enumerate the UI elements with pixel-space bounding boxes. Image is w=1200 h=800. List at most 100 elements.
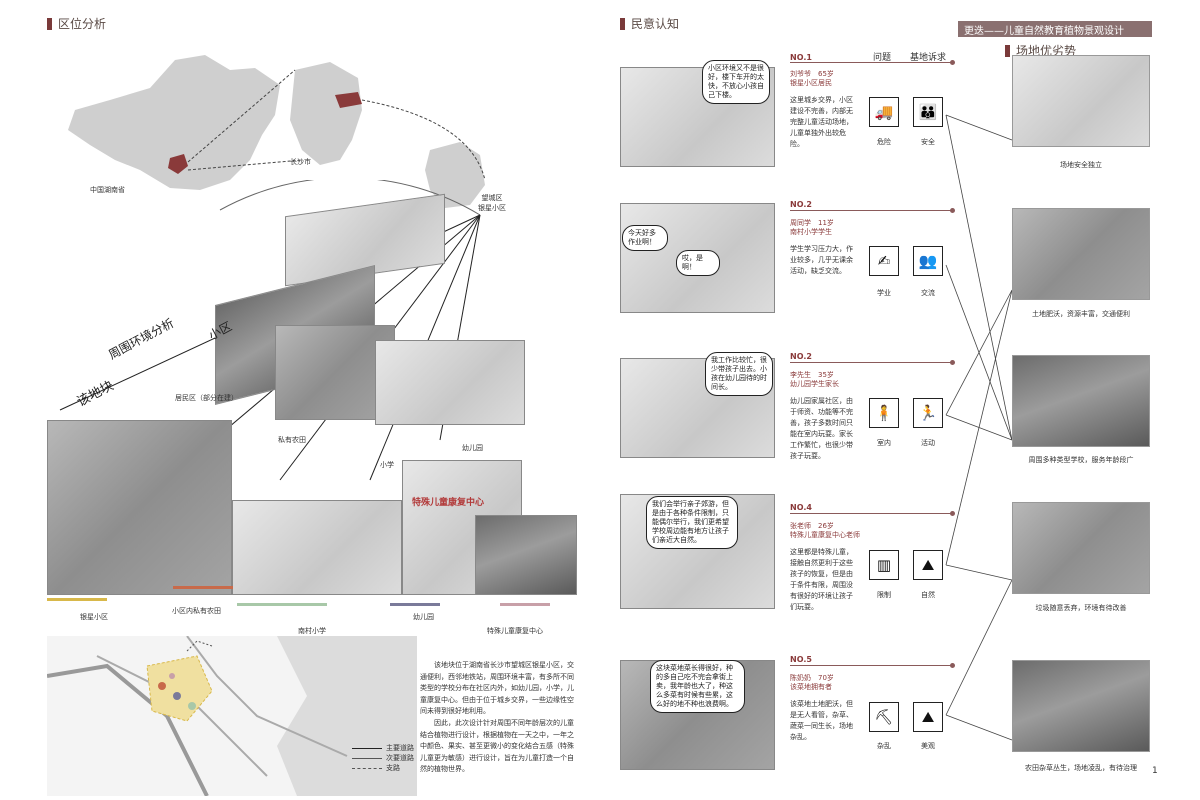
location-maps [68,55,486,208]
family-icon: 👪 [913,97,943,127]
entry-person-4: 张老师 26岁 特殊儿童康复中心老师 [790,522,860,539]
photo-nancun-school [232,500,402,595]
legend-secondary-road: 次要道路 [352,753,414,763]
speech-bubble-5: 这块菜地菜长得很好，种的多自己吃不完会拿街上卖，我年龄也大了，种这么多菜有时候有… [650,660,745,713]
entry-person-1: 刘爷爷 65岁 银星小区居民 [790,70,834,87]
bottom-label-yinxing: 银星小区 [80,613,108,621]
page-number: 1 [1152,766,1158,776]
section-title-opinion: 民意认知 [620,15,679,32]
site-caption-2: 土地肥沃，资源丰富，交通便利 [1032,310,1130,318]
entry-number-1: NO.1 [790,53,812,62]
title-marker [1005,44,1010,57]
label-kindergarten: 幼儿园 [462,444,483,452]
entry-rule-2 [790,208,955,213]
hunan-highlight [168,154,188,174]
bottom-label-rehab: 特殊儿童康复中心 [487,627,543,635]
description-paragraph-1: 该地块位于湖南省长沙市望城区银星小区，交通便利，西邻地铁站，周围环境丰富，有多所… [420,661,574,715]
entry-person-5: 陈奶奶 70岁 该菜地拥有者 [790,674,834,691]
entry-desc-4: 这里都是特殊儿童，接触自然更利于这些孩子的恢复，但是由于条件有限，周围没有很好的… [790,548,853,611]
section-title-location: 区位分析 [47,15,106,32]
icon-label: 活动 [921,439,935,447]
site-photo-2 [1012,208,1150,300]
strip-yinxing [47,598,107,601]
entry-desc-3: 幼儿园家属社区，由于师资、功能等不完善，孩子多数时间只能在室内玩耍。家长工作繁忙… [790,397,853,460]
entry-number-2: NO.2 [790,200,812,209]
section-title-site: 场地优劣势 [1005,42,1076,59]
site-photo-3 [1012,355,1150,447]
entry-rule-3 [790,360,955,365]
site-caption-3: 周围多种类型学校，服务年龄段广 [1028,456,1134,464]
site-caption-4: 垃圾随意丢弃，环境有待改善 [1035,604,1127,612]
strip-nancun [237,603,327,606]
strip-field [173,586,233,589]
photo-school-aerial [375,340,525,425]
icon-label: 室内 [877,439,891,447]
entry-number-5: NO.5 [790,655,812,664]
entry-desc-2: 学生学习压力大，作业较多，几乎无课余活动，缺乏交流。 [790,245,853,275]
entry-desc-5: 该菜地土地肥沃，但是无人看管，杂草、蔬菜一同生长，场地杂乱。 [790,700,853,741]
photo-yinxing [47,420,232,595]
speech-bubble-3: 我工作比较忙，很少带孩子出去。小孩在幼儿园待的时间长。 [705,352,773,396]
header-demand: 基地诉求 [910,53,947,63]
truck-icon: 🚚 [869,97,899,127]
label-school: 小学 [380,461,394,469]
title-marker [620,17,625,30]
connector-lines [945,114,1013,741]
icon-label: 自然 [921,591,935,599]
china-map [68,55,280,190]
entry-rule-5 [790,663,955,668]
kinder-sign: 特殊儿童康复中心 [412,498,485,508]
communicate-icon: 👥 [913,246,943,276]
label-farmland: 私有农田 [278,436,306,444]
site-caption-5: 农田杂草丛生，场地凌乱，有待治理 [1025,764,1137,772]
indoor-icon: 🧍 [869,398,899,428]
strip-rehab [500,603,550,606]
section-title-text: 区位分析 [58,17,107,31]
label-hunan: 中国湖南省 [90,186,125,194]
description-paragraph-2: 因此，此次设计针对周围不同年龄层次的儿童结合植物进行设计，根据植物在一天之中，一… [420,719,574,773]
site-photo-5 [1012,660,1150,752]
legend-main-road: 主要道路 [352,743,414,753]
site-plan-map [47,636,417,796]
icon-label: 杂乱 [877,742,891,750]
label-district: 望城区 银星小区 [478,194,506,212]
label-changsha: 长沙市 [290,158,311,166]
nature-icon: ⛰ [913,550,943,580]
section-title-text: 场地优劣势 [1016,44,1077,58]
icon-label: 美观 [921,742,935,750]
speech-bubble-4: 我们会举行亲子郊游，但是由于各种条件限制，只能偶尔举行，我们更希望学校周边能有地… [646,496,738,549]
strip-kinder [390,603,440,606]
photo-rehab-center [475,515,577,595]
study-icon: ✍ [869,246,899,276]
entry-desc-1: 这里城乡交界，小区建设不完善，内部无完整儿童活动场地，儿童单独外出较危险。 [790,96,853,148]
bottom-label-field: 小区内私有农田 [172,607,221,615]
speech-bubble-1: 小区环境又不是很好，楼下车开的太快，不放心小孩自己下楼。 [702,60,770,104]
header-problem: 问题 [873,53,892,63]
speech-bubble-2a: 今天好多作业啊！ [622,225,668,251]
bottom-label-nancun: 南村小学 [298,627,326,635]
entry-rule-1 [790,60,955,65]
icon-label: 安全 [921,138,935,146]
entry-number-3: NO.2 [790,352,812,361]
speech-bubble-2b: 哎，是啊！ [676,250,720,276]
entry-person-3: 李先生 35岁 幼儿园学生家长 [790,371,839,388]
fence-icon: ▥ [869,550,899,580]
entry-number-4: NO.4 [790,503,812,512]
bottom-label-kinder: 幼儿园 [413,613,434,621]
entry-rule-4 [790,511,955,516]
activity-icon: 🏃 [913,398,943,428]
icon-label: 危险 [877,138,891,146]
icon-label: 限制 [877,591,891,599]
entry-person-2: 周同学 11岁 南村小学学生 [790,219,834,236]
site-photo-1 [1012,55,1150,147]
changsha-highlight [335,92,362,108]
messy-icon: ⛏ [869,702,899,732]
label-residential: 居民区（部分在建） [175,394,238,402]
hunan-map [290,62,362,165]
section-title-text: 民意认知 [631,17,680,31]
district-map [425,142,485,208]
site-photo-4 [1012,502,1150,594]
title-marker [47,17,52,30]
site-caption-1: 场地安全独立 [1060,161,1102,169]
project-title: 更迭——儿童自然教育植物景观设计 [958,21,1152,37]
